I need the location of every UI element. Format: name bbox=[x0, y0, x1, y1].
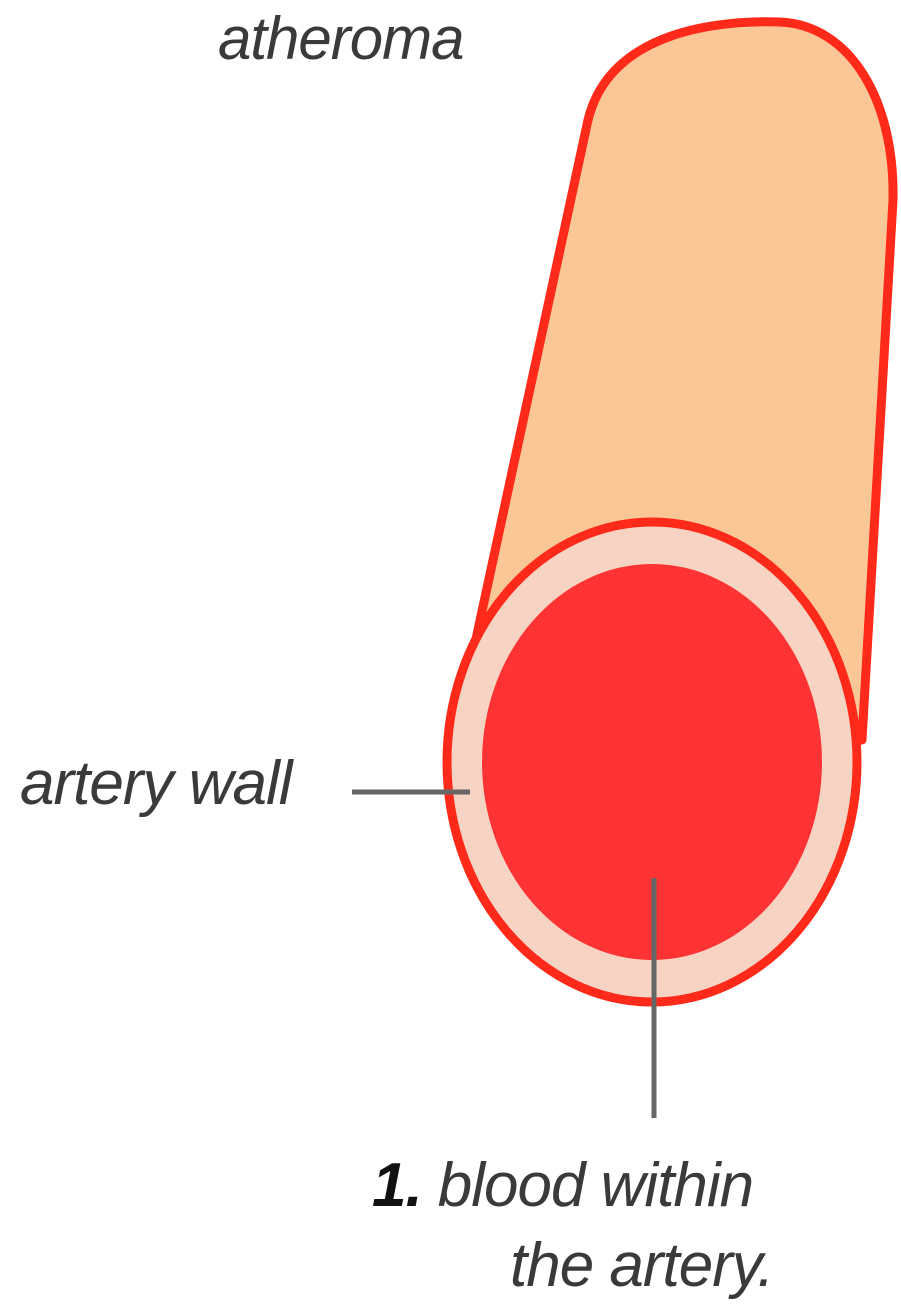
artery-wall-label: artery wall bbox=[20, 748, 292, 820]
blood-caption-line1: blood within bbox=[438, 1151, 753, 1220]
atheroma-label: atheroma bbox=[218, 4, 463, 74]
blood-caption-number: 1. bbox=[372, 1151, 422, 1220]
blood-caption: 1.blood within the artery. bbox=[372, 1146, 842, 1306]
blood-caption-line2: the artery. bbox=[372, 1226, 842, 1306]
